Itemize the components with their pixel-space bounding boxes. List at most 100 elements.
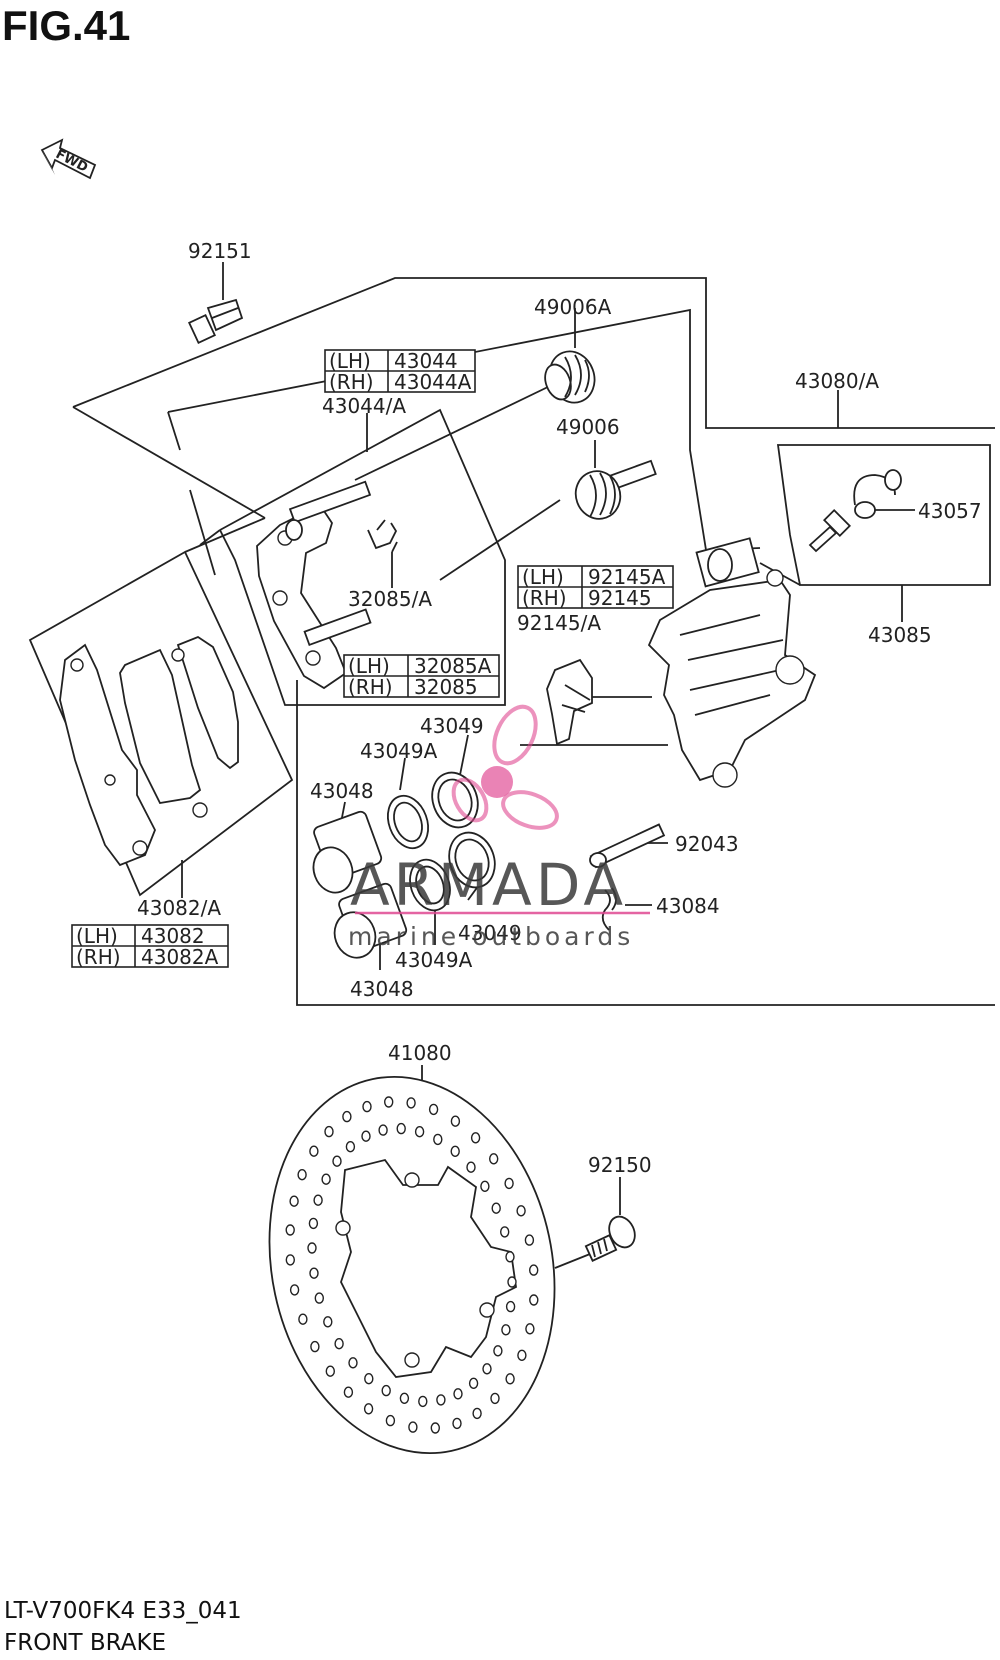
bolt-92150 (584, 1215, 636, 1262)
disc-vent-hole (505, 1251, 515, 1263)
disc-vent-hole (450, 1145, 460, 1158)
table-92145-row1-side: (LH) (522, 565, 564, 589)
disc-vent-hole (363, 1403, 374, 1415)
callout-43085: 43085 (868, 623, 932, 647)
disc-vent-hole (504, 1177, 514, 1190)
disc-vent-hole (381, 1384, 391, 1397)
table-92145: (LH) 92145A (RH) 92145 (517, 565, 674, 610)
seal-43049A-bottom (409, 858, 451, 912)
table-32085-row2-part: 32085 (414, 675, 478, 699)
callout-41080: 41080 (388, 1041, 452, 1065)
disc-vent-hole (385, 1414, 396, 1427)
callout-43057: 43057 (918, 499, 982, 523)
callout-32085A: 32085/A (348, 587, 432, 611)
table-43044: (LH) 43044 (RH) 43044A (324, 349, 476, 394)
disc-vent-hole (285, 1224, 295, 1236)
disc-vent-hole (323, 1316, 333, 1328)
disc-vent-hole (324, 1125, 334, 1138)
disc-vent-hole (414, 1125, 425, 1138)
disc-vent-hole (480, 1180, 490, 1193)
disc-vent-hole (309, 1145, 319, 1157)
disc-vent-hole (399, 1392, 410, 1405)
disc-vent-hole (289, 1195, 299, 1207)
callout-43049A-bottom: 43049A (395, 948, 473, 972)
disc-vent-hole (507, 1276, 517, 1288)
table-92145-row2-part: 92145 (588, 586, 652, 610)
table-43044-row1-side: (LH) (329, 349, 371, 373)
disc-vent-hole (493, 1345, 503, 1357)
disc-vent-hole (505, 1373, 515, 1385)
table-32085-row1-part: 32085A (414, 654, 492, 678)
propeller-logo-icon (451, 704, 559, 830)
table-43044-row2-part: 43044A (394, 370, 472, 394)
model-code: LT-V700FK4 E33_041 (4, 1598, 242, 1624)
callout-43080A: 43080/A (795, 369, 879, 393)
clip-32085 (367, 519, 398, 550)
disc-vent-hole (342, 1110, 352, 1123)
piston-43048-bottom (333, 882, 408, 959)
disc-vent-hole (472, 1407, 482, 1420)
table-32085-row1-side: (LH) (348, 654, 390, 678)
disc-vent-hole (334, 1337, 344, 1350)
disc-vent-hole (309, 1267, 319, 1279)
table-32085-row2-side: (RH) (348, 675, 393, 699)
disc-vent-hole (433, 1133, 443, 1146)
forward-arrow-icon: FWD (40, 138, 97, 180)
brake-pads-43082 (59, 635, 239, 867)
pad-pin-92043 (589, 823, 666, 869)
callout-92151: 92151 (188, 239, 252, 263)
disc-vent-hole (408, 1421, 418, 1433)
brake-disc-41080 (268, 1075, 556, 1455)
disc-vent-hole (343, 1386, 354, 1398)
watermark: ARMADA marine outboards (348, 704, 650, 951)
bleeder-valve-43057 (808, 469, 902, 553)
piston-43048-top (312, 810, 383, 894)
callout-43048-top: 43048 (310, 779, 374, 803)
disc-vent-hole (361, 1130, 371, 1142)
callout-92043: 92043 (675, 832, 739, 856)
callout-49006: 49006 (556, 415, 620, 439)
disc-vent-hole (345, 1140, 356, 1153)
callout-43082A: 43082/A (137, 896, 221, 920)
boot-49006A (544, 350, 596, 404)
callout-43049-top: 43049 (420, 714, 484, 738)
disc-vent-hole (310, 1340, 320, 1353)
table-43044-row2-side: (RH) (329, 370, 374, 394)
fwd-label: FWD (53, 147, 90, 176)
disc-vent-hole (321, 1173, 331, 1185)
disc-vent-hole (466, 1161, 476, 1173)
seal-43049-bottom (448, 831, 496, 889)
callout-92150: 92150 (588, 1153, 652, 1177)
table-92145-row2-side: (RH) (522, 586, 567, 610)
disc-vent-hole (285, 1254, 295, 1266)
watermark-tagline: marine outboards (348, 922, 634, 951)
disc-vent-hole (482, 1363, 492, 1375)
disc-vent-hole (500, 1226, 510, 1238)
pin-clip-43084 (601, 887, 617, 931)
disc-vent-hole (298, 1313, 308, 1325)
disc-vent-hole (525, 1323, 535, 1335)
disc-vent-hole (325, 1365, 335, 1377)
watermark-brand: ARMADA (350, 851, 627, 919)
callout-43049A-top: 43049A (360, 739, 438, 763)
disc-vent-hole (453, 1388, 463, 1400)
table-43082-row1-side: (LH) (76, 924, 118, 948)
disc-vent-hole (384, 1096, 394, 1108)
disc-vent-hole (516, 1205, 526, 1217)
disc-vent-hole (418, 1395, 428, 1408)
disc-vent-hole (489, 1153, 499, 1165)
pad-spring-92145 (546, 658, 593, 746)
callout-43044A: 43044/A (322, 394, 406, 418)
disc-vent-hole (524, 1234, 535, 1246)
callout-43084: 43084 (656, 894, 720, 918)
disc-vent-hole (313, 1194, 323, 1206)
disc-vent-hole (430, 1422, 440, 1434)
disc-vent-hole (348, 1357, 358, 1369)
disc-vent-hole (364, 1372, 374, 1385)
disc-vent-hole (450, 1115, 461, 1127)
callout-43049-bottom: 43049 (458, 921, 522, 945)
disc-vent-hole (470, 1132, 481, 1144)
table-43082-row1-part: 43082 (141, 924, 205, 948)
figure-title: FIG.41 (2, 2, 130, 49)
disc-vent-hole (289, 1284, 300, 1296)
